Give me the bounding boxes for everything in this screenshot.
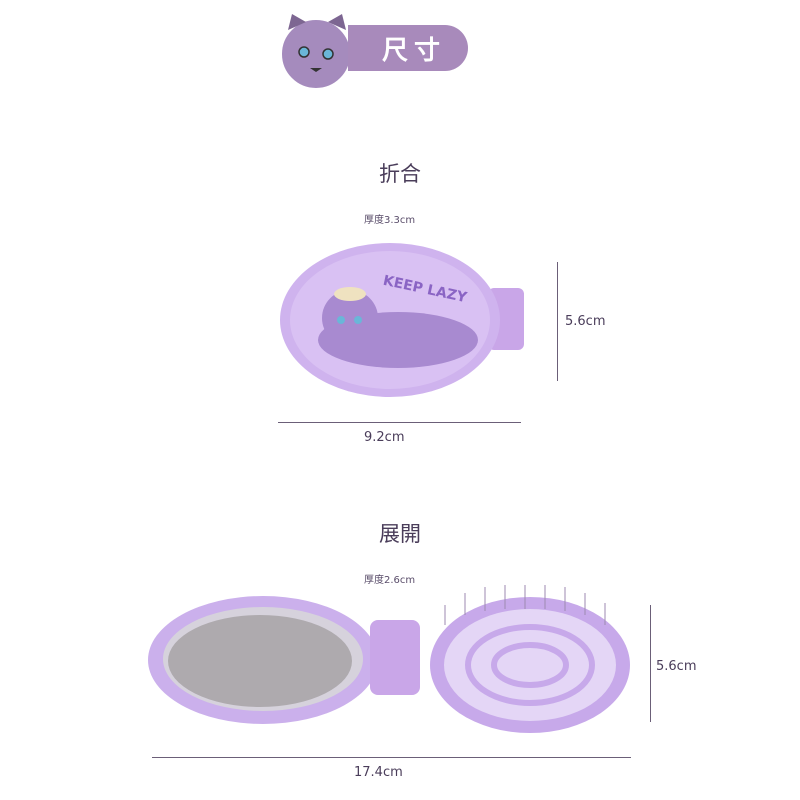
folded-brush-image: KEEP LAZY xyxy=(280,243,524,397)
unfolded-height-label: 5.6cm xyxy=(656,659,697,674)
unfolded-thickness: 厚度2.6cm xyxy=(364,575,416,586)
unfolded-title: 展開 xyxy=(379,522,421,546)
folded-width-line xyxy=(278,422,521,423)
folded-title: 折合 xyxy=(379,162,421,186)
folded-height-label: 5.6cm xyxy=(565,314,606,329)
folded-thickness: 厚度3.3cm xyxy=(364,215,416,226)
unfolded-width-label: 17.4cm xyxy=(354,765,403,780)
unfolded-brush-image xyxy=(148,585,630,733)
unfolded-width-line xyxy=(152,757,631,758)
folded-width-label: 9.2cm xyxy=(364,430,405,445)
folded-height-line xyxy=(557,262,558,381)
section-header-size: 尺寸 xyxy=(348,25,468,71)
unfolded-height-line xyxy=(650,605,651,722)
